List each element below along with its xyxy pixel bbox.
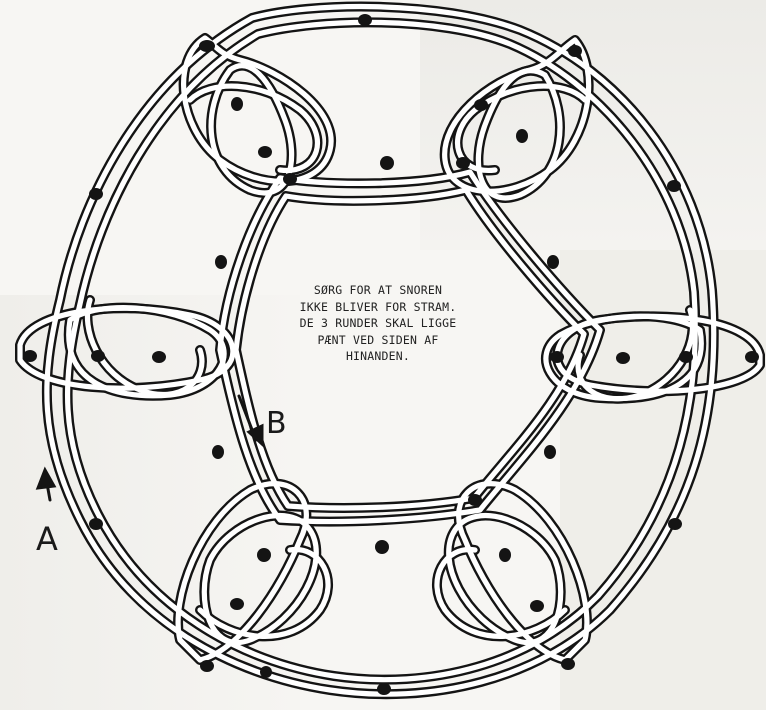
pin-dot bbox=[679, 351, 693, 363]
pin-dot bbox=[468, 494, 482, 506]
pin-dot bbox=[199, 40, 215, 52]
pin-dot bbox=[544, 445, 556, 459]
pin-dot bbox=[283, 173, 297, 185]
pin-dot bbox=[616, 352, 630, 364]
pin-dot bbox=[550, 351, 564, 363]
pin-dot bbox=[568, 45, 582, 57]
instruction-line: DE 3 RUNDER SKAL LIGGE bbox=[278, 315, 478, 332]
pin-dot bbox=[516, 129, 528, 143]
pin-dot bbox=[375, 540, 389, 554]
instruction-line: SØRG FOR AT SNOREN bbox=[278, 282, 478, 299]
instruction-line: HINANDEN. bbox=[278, 348, 478, 365]
pin-dot bbox=[530, 600, 544, 612]
pin-dot bbox=[561, 658, 575, 670]
pin-dot bbox=[547, 255, 559, 269]
pin-dot bbox=[200, 660, 214, 672]
instruction-line: IKKE BLIVER FOR STRAM. bbox=[278, 299, 478, 316]
pin-dot bbox=[91, 350, 105, 362]
pin-dot bbox=[230, 598, 244, 610]
pin-dot bbox=[668, 518, 682, 530]
pin-dot bbox=[152, 351, 166, 363]
pin-dot bbox=[745, 351, 759, 363]
pin-dot bbox=[23, 350, 37, 362]
instruction-line: PÆNT VED SIDEN AF bbox=[278, 332, 478, 349]
arrow-a-head bbox=[38, 470, 54, 488]
pin-dot bbox=[260, 666, 272, 678]
pin-dot bbox=[257, 548, 271, 562]
pin-dot bbox=[456, 157, 470, 169]
pin-dot bbox=[231, 97, 243, 111]
pin-dot bbox=[89, 188, 103, 200]
pin-dot bbox=[499, 548, 511, 562]
pin-dot bbox=[212, 445, 224, 459]
instruction-text: SØRG FOR AT SNOREN IKKE BLIVER FOR STRAM… bbox=[278, 282, 478, 365]
pin-dot bbox=[258, 146, 272, 158]
pin-dot bbox=[89, 518, 103, 530]
pin-dot bbox=[358, 14, 372, 26]
label-b: B bbox=[266, 406, 287, 441]
label-a: A bbox=[36, 520, 58, 558]
pin-dot bbox=[215, 255, 227, 269]
pin-dot bbox=[474, 99, 488, 111]
pin-dot bbox=[377, 683, 391, 695]
pin-dot bbox=[380, 156, 394, 170]
pin-dot bbox=[667, 180, 681, 192]
